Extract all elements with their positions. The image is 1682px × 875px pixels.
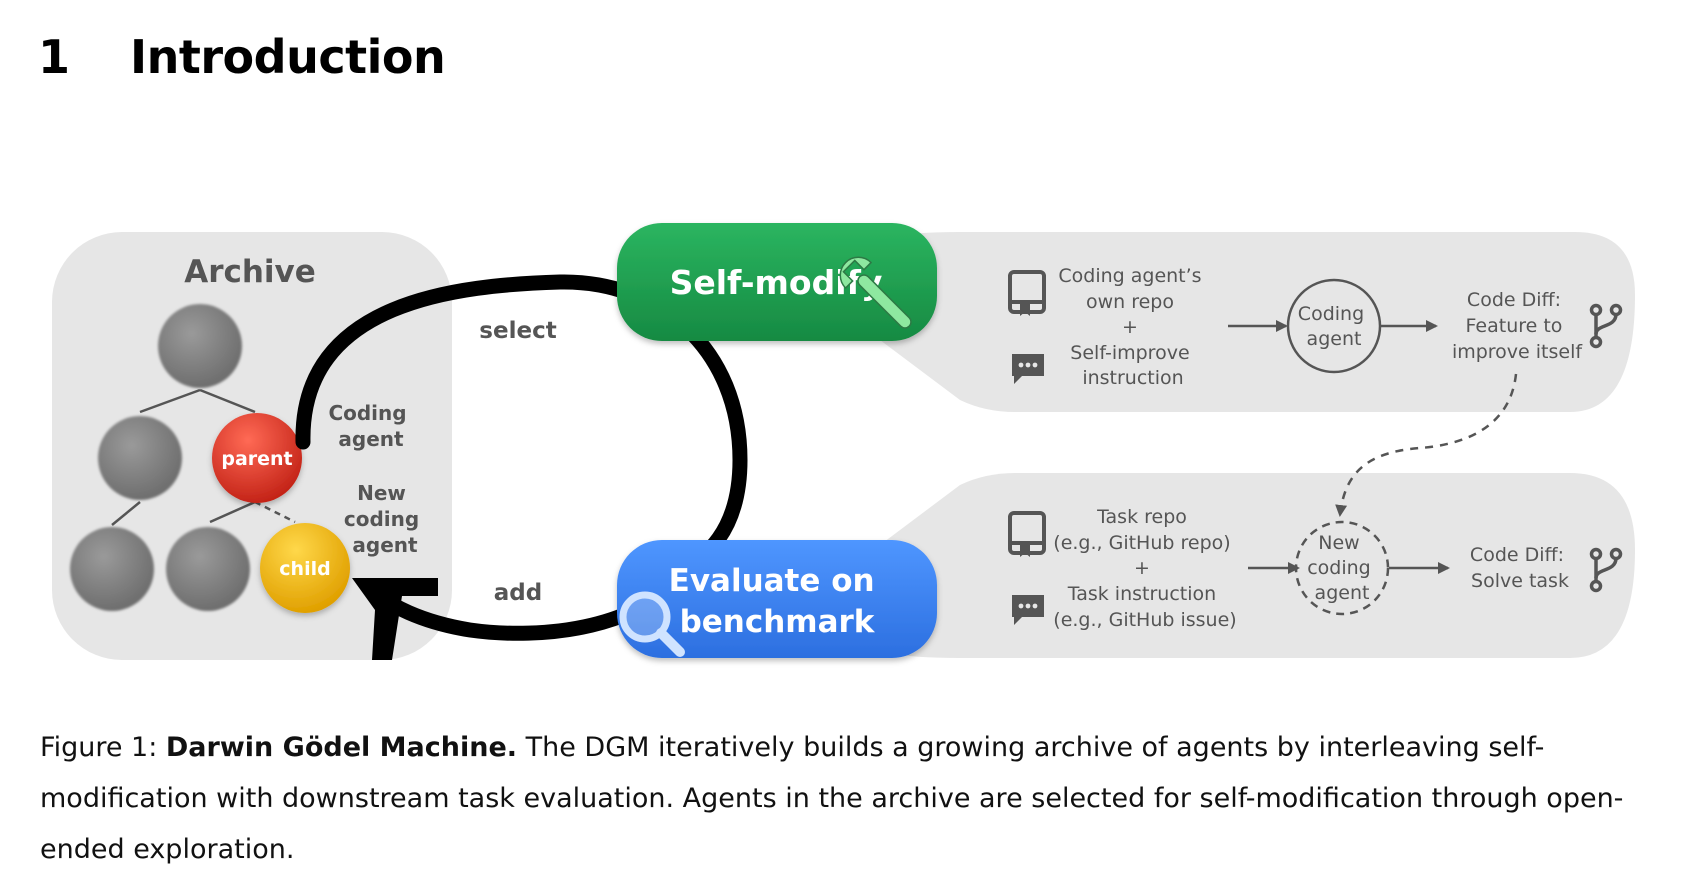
section-heading: 1 Introduction <box>38 30 446 84</box>
top-output-line: Code Diff: <box>1467 289 1561 311</box>
archive-node-leaf-1 <box>70 527 154 611</box>
parent-label: parent <box>221 448 292 470</box>
evaluate-pill <box>617 540 937 658</box>
bottom-output: Code Diff: Solve task <box>1470 544 1570 592</box>
top-input-line: Self-improve <box>1070 342 1189 364</box>
chat-icon <box>1012 354 1044 384</box>
child-label: child <box>279 558 330 580</box>
bottom-inputs: Task repo (e.g., GitHub repo) + Task ins… <box>1053 506 1236 631</box>
archive-node-left <box>98 416 182 500</box>
top-inputs: Coding agent’s own repo + Self-improve i… <box>1058 265 1207 389</box>
child-note-line: New <box>357 481 406 505</box>
coding-agent-node-label: Coding agent <box>1298 303 1370 350</box>
top-output: Code Diff: Feature to improve itself <box>1452 289 1583 363</box>
bottom-input-line: (e.g., GitHub repo) <box>1053 532 1230 554</box>
top-input-line: instruction <box>1082 367 1183 389</box>
dashed-connector <box>1335 373 1518 517</box>
parent-note-line: agent <box>338 427 404 451</box>
section-number: 1 <box>38 30 70 84</box>
bottom-input-line: (e.g., GitHub issue) <box>1053 609 1236 631</box>
top-panel-bg <box>880 232 1635 412</box>
evaluate-label: Evaluate on benchmark <box>669 563 886 640</box>
bottom-output-line: Solve task <box>1471 570 1569 592</box>
caption-label: Figure 1: <box>40 732 158 763</box>
bottom-input-line: + <box>1134 557 1150 579</box>
top-output-line: improve itself <box>1452 341 1583 363</box>
wrench-icon <box>839 256 912 329</box>
repo-icon <box>1008 511 1046 557</box>
archive-node-leaf-2 <box>166 527 250 611</box>
bottom-input-line: Task instruction <box>1067 583 1216 605</box>
bottom-output-line: Code Diff: <box>1470 544 1564 566</box>
top-input-line: Coding agent’s <box>1058 265 1201 287</box>
self-modify-pill <box>617 223 937 341</box>
parent-note: Coding agent <box>328 401 413 451</box>
top-output-line: Feature to <box>1466 315 1563 337</box>
coding-agent-node <box>1286 278 1382 374</box>
select-label: select <box>479 318 556 344</box>
archive-node-root <box>158 304 242 388</box>
bottom-panel-bg <box>880 473 1635 658</box>
parent-node <box>212 413 302 503</box>
coding-agent-node-line: agent <box>1307 328 1362 350</box>
magnifier-icon <box>619 591 685 657</box>
repo-icon <box>1008 270 1046 316</box>
new-coding-agent-node-label: New coding agent <box>1307 532 1377 604</box>
git-branch-icon <box>1589 547 1623 593</box>
child-note-line: coding <box>344 507 419 531</box>
new-coding-agent-line: New <box>1318 532 1359 554</box>
coding-agent-node-line: Coding <box>1298 303 1364 325</box>
new-coding-agent-line: agent <box>1315 582 1370 604</box>
loop-arrowhead <box>352 578 438 660</box>
parent-note-line: Coding <box>328 401 406 425</box>
dgm-figure: Archive parent child Coding agent New co… <box>52 223 1635 660</box>
add-label: add <box>494 580 542 606</box>
evaluate-label-line: benchmark <box>680 604 876 640</box>
top-input-line: own repo <box>1086 291 1174 313</box>
evaluate-label-line: Evaluate on <box>669 563 875 599</box>
child-note-line: agent <box>352 533 418 557</box>
figure-caption: Figure 1: Darwin Gödel Machine. The DGM … <box>40 722 1650 875</box>
archive-title: Archive <box>184 254 316 290</box>
new-coding-agent-line: coding <box>1307 557 1371 579</box>
archive-tree-edges <box>111 388 296 526</box>
top-input-line: + <box>1122 316 1138 338</box>
child-note: New coding agent <box>344 481 426 557</box>
bottom-input-line: Task repo <box>1096 506 1187 528</box>
caption-title: Darwin Gödel Machine. <box>165 732 518 763</box>
git-branch-icon <box>1589 303 1623 349</box>
new-coding-agent-node <box>1294 520 1390 616</box>
chat-icon <box>1012 595 1044 625</box>
section-title: Introduction <box>130 30 446 84</box>
child-node <box>260 523 350 613</box>
